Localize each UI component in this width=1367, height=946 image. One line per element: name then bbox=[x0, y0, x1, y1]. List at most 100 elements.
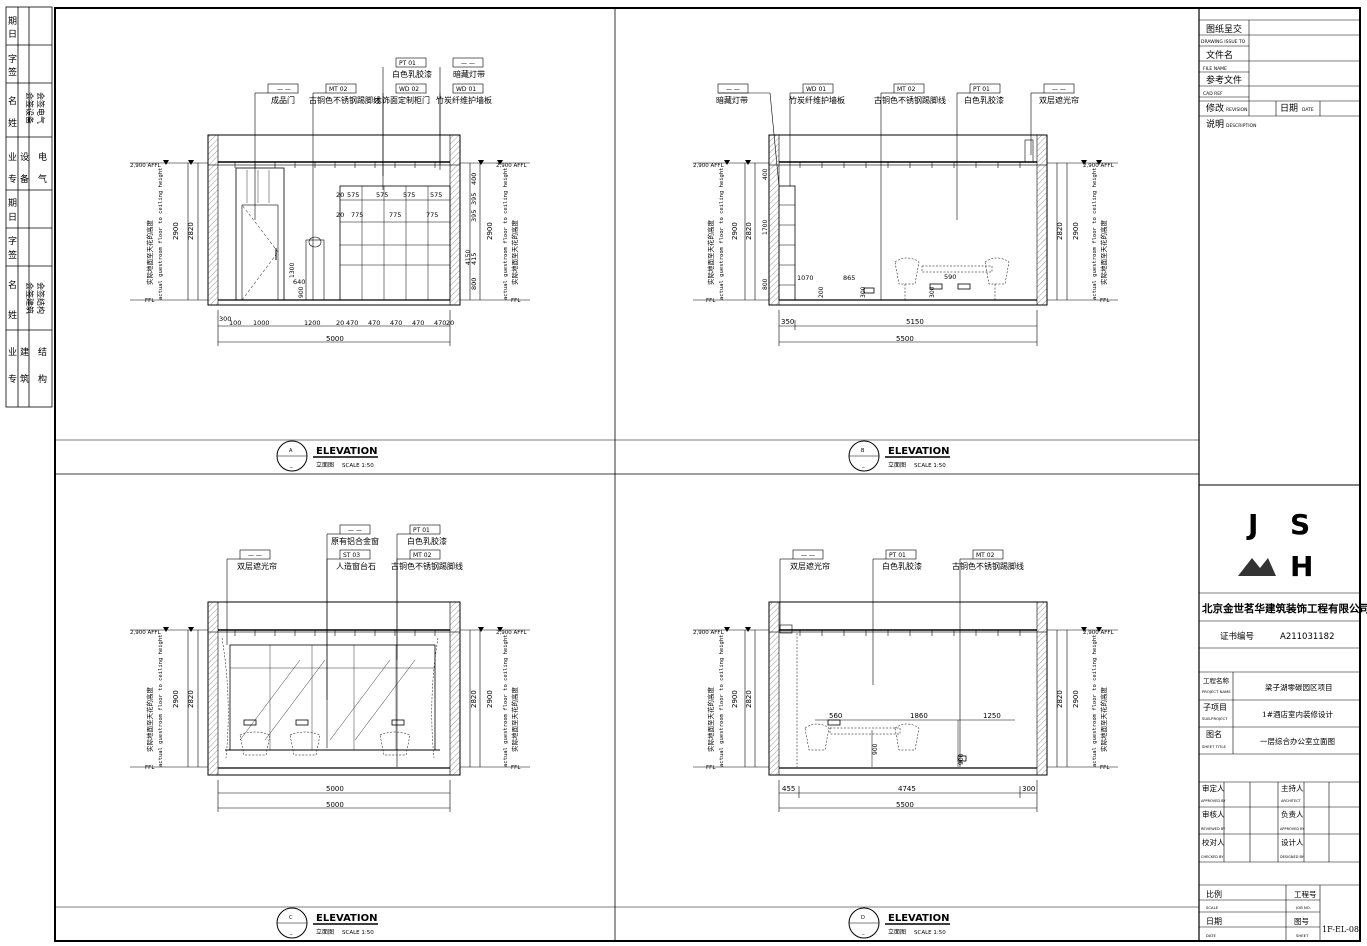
svg-text:ELEVATION: ELEVATION bbox=[888, 446, 949, 457]
svg-text:100: 100 bbox=[229, 319, 241, 327]
svg-text:备: 备 bbox=[20, 173, 29, 185]
svg-text:签: 签 bbox=[8, 249, 17, 261]
elevation-d: 实际地面至天花的高度 actual guestroom floor to cei… bbox=[693, 549, 1118, 812]
svg-text:DESIGNED BY: DESIGNED BY bbox=[1280, 855, 1305, 859]
svg-text:负责人: 负责人 bbox=[1281, 809, 1304, 819]
svg-text:395: 395 bbox=[470, 193, 478, 205]
svg-text:800: 800 bbox=[762, 278, 769, 290]
svg-text:200: 200 bbox=[818, 286, 825, 298]
svg-text:4745: 4745 bbox=[898, 785, 916, 793]
svg-text:1860: 1860 bbox=[910, 712, 928, 720]
svg-text:签: 签 bbox=[8, 66, 17, 78]
svg-text:会签结构: 会签结构 bbox=[36, 282, 46, 314]
svg-text:DESCRIPTION: DESCRIPTION bbox=[1226, 123, 1256, 129]
svg-text:APPROVED BY: APPROVED BY bbox=[1201, 799, 1226, 803]
svg-text:审定人: 审定人 bbox=[1202, 783, 1225, 793]
svg-text:双层遮光帘: 双层遮光帘 bbox=[237, 561, 277, 571]
svg-text:DATE: DATE bbox=[1206, 933, 1216, 938]
svg-text:暗藏灯带: 暗藏灯带 bbox=[716, 95, 748, 105]
svg-text:560: 560 bbox=[829, 712, 842, 720]
svg-text:白色乳胶漆: 白色乳胶漆 bbox=[964, 95, 1004, 105]
svg-text:455: 455 bbox=[782, 785, 795, 793]
svg-text:_: _ bbox=[289, 929, 293, 935]
svg-text:SCALE 1:50: SCALE 1:50 bbox=[914, 463, 946, 469]
svg-text:2900: 2900 bbox=[731, 690, 739, 708]
svg-text:实际地面至天花的高度: 实际地面至天花的高度 bbox=[706, 687, 715, 753]
svg-text:WD 01: WD 01 bbox=[806, 86, 826, 93]
caption-b: B _ ELEVATION 立面图 SCALE 1:50 bbox=[848, 440, 950, 472]
svg-text:300: 300 bbox=[860, 286, 867, 298]
svg-text:证书编号: 证书编号 bbox=[1220, 631, 1254, 642]
svg-text:actual guestroom floor to ceil: actual guestroom floor to ceiling height bbox=[158, 168, 164, 300]
svg-text:暗藏灯带: 暗藏灯带 bbox=[453, 69, 485, 79]
svg-text:FFL: FFL bbox=[511, 298, 521, 304]
svg-text:470: 470 bbox=[412, 319, 424, 327]
svg-text:气: 气 bbox=[38, 173, 47, 185]
svg-text:_: _ bbox=[289, 462, 293, 468]
svg-text:1200: 1200 bbox=[304, 319, 321, 327]
sheet-number: 1F-EL-08 bbox=[1322, 925, 1359, 934]
svg-text:actual guestroom floor to ceil: actual guestroom floor to ceiling height bbox=[1092, 635, 1098, 767]
svg-text:PT 01: PT 01 bbox=[973, 86, 990, 93]
svg-text:B: B bbox=[861, 448, 865, 454]
svg-text:5000: 5000 bbox=[326, 335, 344, 343]
svg-text:775: 775 bbox=[389, 211, 401, 219]
svg-text:20: 20 bbox=[336, 191, 344, 199]
svg-text:A: A bbox=[289, 448, 293, 454]
svg-text:470: 470 bbox=[346, 319, 358, 327]
svg-text:PROJECT NAME: PROJECT NAME bbox=[1202, 689, 1231, 694]
svg-text:1070: 1070 bbox=[797, 274, 814, 282]
svg-text:470: 470 bbox=[390, 319, 402, 327]
svg-text:CHECKED BY: CHECKED BY bbox=[1201, 855, 1224, 859]
svg-text:实际地面至天花的高度: 实际地面至天花的高度 bbox=[706, 220, 715, 286]
svg-text:— —: — — bbox=[726, 86, 740, 93]
svg-text:2,900 AFFL: 2,900 AFFL bbox=[130, 163, 162, 169]
svg-text:说明: 说明 bbox=[1206, 118, 1224, 130]
svg-text:实际地面至天花的高度: 实际地面至天花的高度 bbox=[510, 220, 519, 286]
svg-text:一层综合办公室立面图: 一层综合办公室立面图 bbox=[1260, 736, 1335, 746]
svg-text:工程号: 工程号 bbox=[1294, 890, 1317, 899]
svg-text:立面图: 立面图 bbox=[888, 928, 906, 936]
svg-text:2,900 AFFL: 2,900 AFFL bbox=[496, 630, 528, 636]
svg-text:会签设备: 会签设备 bbox=[25, 92, 35, 124]
svg-text:人造窗台石: 人造窗台石 bbox=[336, 561, 376, 571]
svg-text:竹炭纤维护墙板: 竹炭纤维护墙板 bbox=[789, 95, 845, 105]
svg-text:FFL: FFL bbox=[511, 765, 521, 771]
svg-text:MT 02: MT 02 bbox=[329, 86, 348, 93]
svg-text:D: D bbox=[861, 915, 865, 921]
svg-text:子项目: 子项目 bbox=[1203, 703, 1227, 712]
svg-text:FFL: FFL bbox=[706, 765, 716, 771]
svg-text:PT 01: PT 01 bbox=[889, 552, 906, 559]
company-logo: J S H bbox=[1238, 508, 1313, 583]
svg-text:专: 专 bbox=[8, 173, 17, 185]
svg-text:300: 300 bbox=[219, 315, 231, 323]
svg-text:双层遮光帘: 双层遮光帘 bbox=[1039, 95, 1079, 105]
svg-text:2,900 AFFL: 2,900 AFFL bbox=[1083, 630, 1115, 636]
svg-text:FFL: FFL bbox=[145, 298, 155, 304]
svg-text:2,900 AFFL: 2,900 AFFL bbox=[130, 630, 162, 636]
svg-text:2820: 2820 bbox=[1056, 222, 1064, 240]
svg-text:CAD REF: CAD REF bbox=[1203, 91, 1223, 97]
svg-text:MT 02: MT 02 bbox=[413, 552, 432, 559]
svg-text:actual guestroom floor to ceil: actual guestroom floor to ceiling height bbox=[503, 635, 509, 767]
svg-text:SCALE 1:50: SCALE 1:50 bbox=[342, 930, 374, 936]
svg-text:actual guestroom floor to ceil: actual guestroom floor to ceiling height bbox=[503, 168, 509, 300]
svg-text:350: 350 bbox=[781, 318, 794, 326]
svg-text:300: 300 bbox=[929, 286, 936, 298]
svg-text:5500: 5500 bbox=[896, 801, 914, 809]
svg-text:2820: 2820 bbox=[470, 690, 478, 708]
svg-text:名: 名 bbox=[8, 279, 17, 291]
svg-text:实际地面至天花的高度: 实际地面至天花的高度 bbox=[1099, 687, 1108, 753]
svg-text:APPROVED BY: APPROVED BY bbox=[1280, 827, 1305, 831]
svg-text:1300: 1300 bbox=[289, 263, 296, 278]
svg-text:图纸呈交: 图纸呈交 bbox=[1206, 23, 1242, 35]
svg-text:1700: 1700 bbox=[762, 220, 769, 235]
svg-text:— —: — — bbox=[348, 527, 362, 534]
svg-text:actual guestroom floor to ceil: actual guestroom floor to ceiling height bbox=[1092, 168, 1098, 300]
svg-text:WD 01: WD 01 bbox=[456, 86, 476, 93]
svg-text:2,900 AFFL: 2,900 AFFL bbox=[693, 630, 725, 636]
svg-text:WD 02: WD 02 bbox=[399, 86, 419, 93]
svg-text:审核人: 审核人 bbox=[1202, 809, 1225, 819]
svg-text:FFL: FFL bbox=[706, 298, 716, 304]
